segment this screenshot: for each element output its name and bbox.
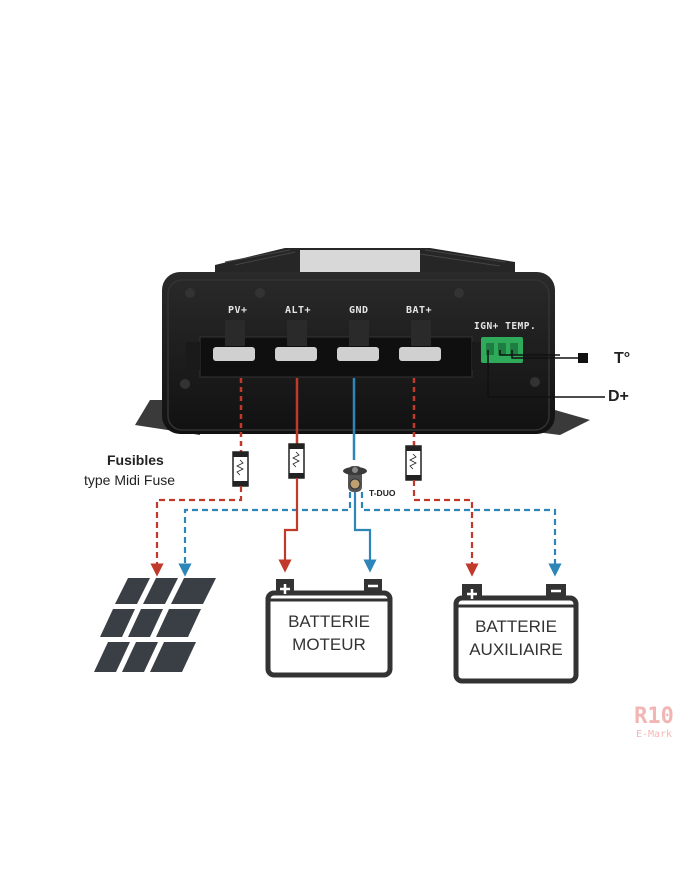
temperature-sensor-icon: [578, 353, 588, 363]
fuses-subtitle: type Midi Fuse: [84, 472, 176, 488]
fuse-alt: [288, 443, 305, 479]
solar-panel-icon: [94, 578, 216, 672]
screw: [180, 379, 190, 389]
terminal-label-ign-temp: IGN+ TEMP.: [474, 321, 537, 332]
terminal-gnd: [337, 320, 379, 361]
watermark-logo: R10 E-Mark: [628, 705, 680, 741]
t-duo-junction: [343, 466, 367, 492]
t-duo-label: T-DUO: [369, 488, 396, 498]
d-plus-label: D+: [608, 388, 629, 405]
watermark-line1: R10: [634, 704, 674, 729]
battery-aux-line2: AUXILIAIRE: [469, 640, 563, 659]
battery-engine-line1: BATTERIE: [288, 612, 370, 631]
top-window: [300, 250, 420, 272]
terminal-label-bat: BAT+: [406, 305, 433, 316]
watermark-line2: E-Mark: [635, 729, 673, 740]
terminal-bat: [399, 320, 441, 361]
terminal-label-alt: ALT+: [285, 305, 312, 316]
converter-device: [135, 248, 590, 435]
fuse-pv: [232, 451, 249, 487]
battery-aux-line1: BATTERIE: [475, 617, 557, 636]
battery-engine-line2: MOTEUR: [292, 635, 366, 654]
terminal-alt: [275, 320, 317, 361]
screw: [255, 288, 265, 298]
battery-aux-icon: [453, 584, 579, 684]
device-wires: [239, 378, 416, 460]
terminal-pv: [213, 320, 255, 361]
ign-temp-wiring: [487, 350, 605, 398]
battery-aux-label: BATTERIE AUXILIAIRE: [456, 615, 576, 661]
fuses-title: Fusibles: [107, 452, 164, 468]
screw: [454, 288, 464, 298]
battery-engine-label: BATTERIE MOTEUR: [268, 610, 390, 656]
screw: [185, 288, 195, 298]
fuse-bat: [405, 445, 422, 481]
terminal-block-bracket-left: [186, 342, 200, 370]
temperature-label: T°: [614, 350, 631, 367]
terminal-label-gnd: GND: [349, 305, 369, 316]
load-wiring: [150, 478, 562, 577]
terminal-label-pv: PV+: [228, 305, 248, 316]
battery-engine-icon: [265, 579, 393, 678]
screw: [530, 377, 540, 387]
